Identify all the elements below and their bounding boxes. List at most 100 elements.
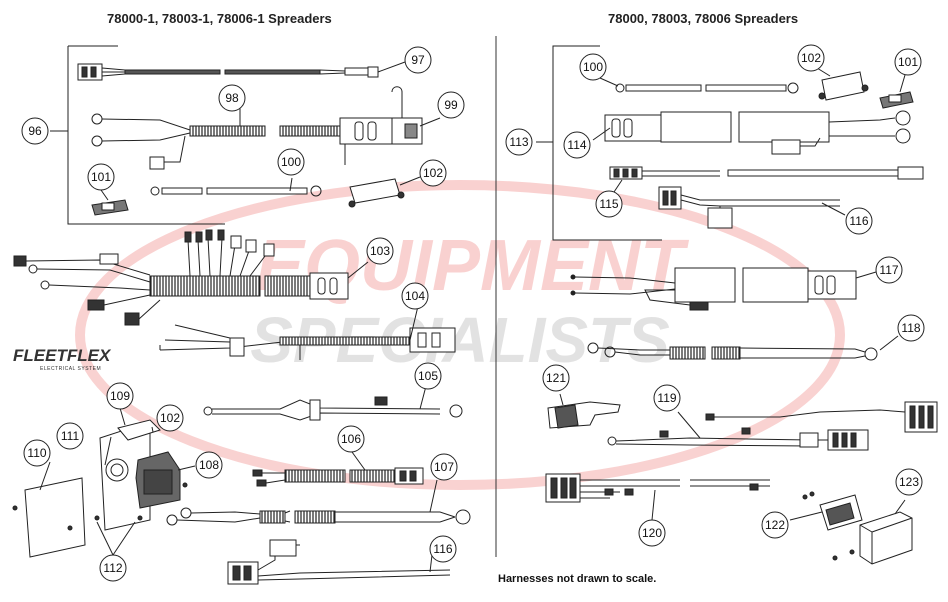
callout-label: 122 [765, 518, 785, 532]
callout-label: 99 [444, 98, 458, 112]
callout-circle [419, 159, 447, 187]
callout-label: 100 [583, 60, 603, 74]
callout-116: 116 [845, 207, 873, 235]
callout-label: 97 [411, 53, 425, 67]
harness-106 [252, 451, 424, 487]
left-diagram-title: 78000-1, 78003-1, 78006-1 Spreaders [107, 11, 332, 26]
battery-cable-105 [203, 385, 463, 421]
callout-circle [653, 384, 681, 412]
callout-104: 104 [401, 282, 429, 310]
callout-101: 101 [87, 163, 115, 191]
callout-circle [277, 148, 305, 176]
callout-label: 121 [546, 371, 566, 385]
callout-circle [218, 84, 246, 112]
callout-label: 96 [28, 124, 42, 138]
callout-circle [404, 46, 432, 74]
scale-footnote: Harnesses not drawn to scale. [498, 573, 657, 585]
callout-circle [414, 362, 442, 390]
callout-102: 102 [156, 404, 184, 432]
callout-115: 115 [595, 190, 623, 218]
callout-109: 109 [106, 382, 134, 410]
callout-circle [437, 91, 465, 119]
callout-circle [579, 53, 607, 81]
callout-100: 100 [277, 148, 305, 176]
callout-circle [430, 453, 458, 481]
callout-label: 120 [642, 526, 662, 540]
module-assembly [12, 407, 196, 558]
callout-label: 109 [110, 389, 130, 403]
callout-97: 97 [404, 46, 432, 74]
cover-123 [859, 499, 913, 565]
right-diagram-title: 78000, 78003, 78006 Spreaders [608, 11, 799, 26]
callout-label: 115 [599, 197, 618, 211]
harness-117 [570, 267, 877, 311]
connector-121 [547, 393, 621, 429]
callout-96: 96 [21, 117, 49, 145]
callout-circle [897, 314, 925, 342]
callout-circle [99, 554, 127, 582]
callout-label: 108 [199, 458, 219, 472]
callout-105: 105 [414, 362, 442, 390]
callout-circle [195, 451, 223, 479]
callout-circle [56, 422, 84, 450]
callout-label: 116 [849, 214, 868, 228]
callout-label: 113 [509, 135, 528, 149]
callout-107: 107 [430, 453, 458, 481]
callout-label: 106 [341, 432, 361, 446]
callout-116: 116 [429, 535, 457, 563]
callout-119: 119 [653, 384, 681, 412]
callout-label: 110 [27, 446, 46, 460]
callout-117: 117 [875, 256, 903, 284]
callout-circle [638, 519, 666, 547]
callout-circle [429, 535, 457, 563]
callout-label: 118 [901, 321, 920, 335]
callout-label: 114 [567, 138, 586, 152]
callout-106: 106 [337, 425, 365, 453]
callout-113: 113 [505, 128, 533, 156]
callout-circle [21, 117, 49, 145]
watermark-swoosh [75, 180, 845, 490]
callout-114: 114 [563, 131, 591, 159]
callout-circle [875, 256, 903, 284]
callout-circle [366, 237, 394, 265]
harness-103 [13, 229, 369, 326]
ground-strap-100-right [599, 77, 799, 94]
callout-118: 118 [897, 314, 925, 342]
callout-label: 103 [370, 244, 390, 258]
callout-122: 122 [761, 511, 789, 539]
callout-circle [87, 163, 115, 191]
callout-label: 101 [898, 55, 918, 69]
resistor-102-right [816, 67, 869, 101]
brand-tagline: ELECTRICAL SYSTEM [40, 366, 102, 372]
callout-102: 102 [797, 44, 825, 72]
callout-circle [337, 425, 365, 453]
brand-logo: FLEETFLEX [13, 346, 111, 365]
callout-circle [895, 468, 923, 496]
harness-120 [545, 473, 770, 521]
harness-104 [159, 305, 456, 360]
harness-97 [77, 61, 406, 81]
harness-119 [607, 401, 938, 451]
callout-label: 111 [61, 429, 80, 443]
callout-112: 112 [99, 554, 127, 582]
callout-circle [505, 128, 533, 156]
callout-circle [563, 131, 591, 159]
callout-label: 116 [433, 542, 452, 556]
callout-circle [542, 364, 570, 392]
callout-99: 99 [437, 91, 465, 119]
callout-circle [156, 404, 184, 432]
bracket-113 [536, 45, 662, 241]
callout-label: 119 [657, 391, 676, 405]
watermark: EQUIPMENT SPECIALISTS inc [75, 180, 845, 490]
callout-label: 104 [405, 289, 425, 303]
controller-122 [789, 491, 863, 561]
callout-100: 100 [579, 53, 607, 81]
callout-110: 110 [23, 439, 51, 467]
callout-103: 103 [366, 237, 394, 265]
callout-label: 117 [879, 263, 898, 277]
battery-cable-107 [166, 479, 471, 526]
callout-102: 102 [419, 159, 447, 187]
